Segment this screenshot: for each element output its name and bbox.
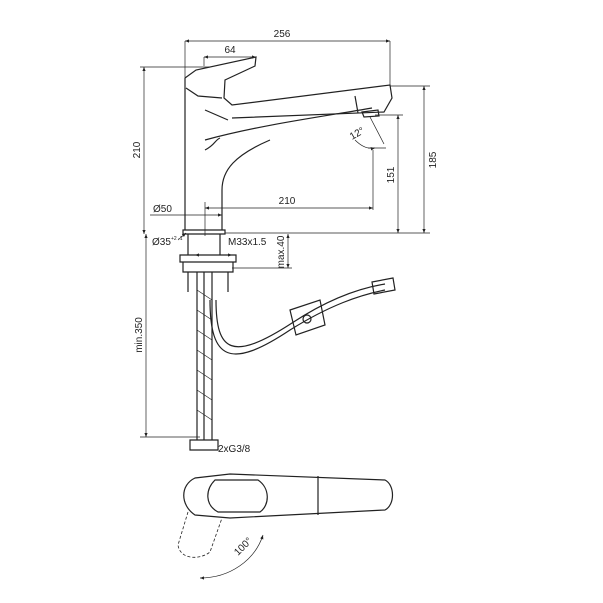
dim-min-350: min.350 bbox=[134, 317, 145, 353]
dimension-lines bbox=[140, 39, 430, 438]
dim-handle-angle: 100° bbox=[232, 536, 254, 558]
dim-spout-angle: 12° bbox=[348, 126, 367, 143]
handle-top-view bbox=[177, 473, 394, 580]
dim-body-diameter: Ø50 bbox=[153, 204, 172, 215]
dim-210-height: 210 bbox=[132, 141, 143, 158]
dim-thread: M33x1.5 bbox=[228, 237, 267, 248]
faucet-side-view bbox=[182, 56, 393, 235]
dim-connections: 2xG3/8 bbox=[218, 444, 251, 455]
dim-hole-tolerance: +2 -1 bbox=[171, 236, 183, 242]
dim-185: 185 bbox=[428, 151, 439, 168]
dim-210-projection: 210 bbox=[279, 196, 296, 207]
dim-max-40: max.40 bbox=[276, 235, 287, 268]
dim-256: 256 bbox=[274, 29, 291, 40]
dim-151: 151 bbox=[386, 166, 397, 183]
dim-64: 64 bbox=[224, 45, 236, 56]
mounting-assembly bbox=[179, 234, 396, 451]
dim-hole-diameter: Ø35 bbox=[152, 237, 171, 248]
dimension-labels: 256 64 210 185 151 210 Ø50 Ø35 +2 -1 M33… bbox=[132, 29, 439, 558]
